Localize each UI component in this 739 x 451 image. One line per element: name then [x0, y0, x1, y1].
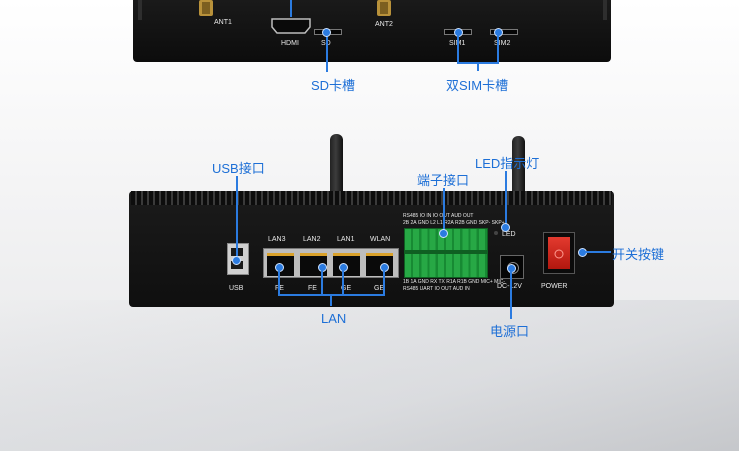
- terminal-top-label-1: RS485 IO IN IO OUT AUD OUT: [403, 213, 474, 219]
- wlan-speed-label: GE: [374, 285, 385, 292]
- usb-port-callout: USB接口: [212, 161, 265, 176]
- dc-label: DC-12V: [497, 283, 522, 290]
- lan3-pointer-line: [278, 270, 280, 296]
- led-indicator-callout: LED指示灯: [475, 156, 540, 171]
- led-light: [494, 231, 498, 235]
- terminal-bottom-label-2: RS485 UART IO OUT AUD IN: [403, 286, 470, 292]
- usb-pointer-line: [236, 176, 238, 259]
- terminal-callout: 端子接口: [417, 173, 470, 188]
- dc-power-callout: 电源口: [490, 324, 530, 339]
- sd-label: SD: [321, 40, 331, 47]
- lan2-pointer-line: [321, 270, 323, 296]
- terminal-bottom-label-1: 1B 1A GND RX TX R1A R1B GND MIC+ MIC-: [403, 279, 506, 285]
- ant2-label: ANT2: [375, 21, 393, 28]
- terminal-pointer-dot: [439, 229, 448, 238]
- lan-callout: LAN: [321, 311, 347, 326]
- terminal-pointer-line: [443, 188, 445, 233]
- terminal-top-label-2: 2B 2A GND L2 L1 R2A R2B GND SKP- SKP+: [403, 220, 505, 226]
- lan2-label: LAN2: [303, 236, 321, 243]
- hdmi-pointer-line: [290, 0, 292, 17]
- wlan-pointer-line: [383, 270, 385, 296]
- lan1-label: LAN1: [337, 236, 355, 243]
- power-switch: [543, 232, 575, 274]
- dual-sim-callout: 双SIM卡槽: [446, 78, 509, 93]
- ant1-label: ANT1: [214, 19, 232, 26]
- sim2-slot: [490, 29, 518, 35]
- power-switch-pointer-line: [585, 251, 611, 253]
- hdmi-port-icon: [271, 18, 311, 34]
- lan3-label: LAN3: [268, 236, 286, 243]
- background-shade: [0, 300, 739, 451]
- usb-label: USB: [229, 285, 244, 292]
- antenna-right: [512, 136, 525, 196]
- sd-pointer-line: [326, 32, 328, 72]
- antenna-left: [330, 134, 343, 196]
- ant1-connector-icon: [199, 0, 213, 16]
- led-pointer-line: [505, 171, 507, 226]
- dc-pointer-line: [510, 271, 512, 319]
- sd-pointer-dot: [322, 28, 331, 37]
- sd-slot-callout: SD卡槽: [311, 78, 356, 93]
- hdmi-label: HDMI: [281, 40, 299, 47]
- wlan-label: WLAN: [370, 236, 391, 243]
- ant2-connector-icon: [377, 0, 391, 16]
- sim2-pointer-line: [497, 32, 499, 64]
- heat-fins: [131, 191, 612, 205]
- sim-center-line: [477, 62, 479, 71]
- power-label: POWER: [541, 283, 568, 290]
- sim2-label: SIM2: [494, 40, 511, 47]
- lan-center-line: [330, 294, 332, 306]
- lan1-speed-label: GE: [341, 285, 352, 292]
- usb-pointer-dot: [232, 256, 241, 265]
- led-label: LED: [502, 231, 516, 238]
- lan1-pointer-line: [342, 270, 344, 296]
- sim1-pointer-line: [457, 32, 459, 64]
- lan2-speed-label: FE: [308, 285, 317, 292]
- top-device-fin-right: [603, 0, 607, 20]
- led-pointer-dot: [501, 223, 510, 232]
- power-symbol-icon: [554, 249, 564, 259]
- top-device-fin-left: [138, 0, 142, 20]
- power-switch-callout: 开关按键: [612, 247, 665, 262]
